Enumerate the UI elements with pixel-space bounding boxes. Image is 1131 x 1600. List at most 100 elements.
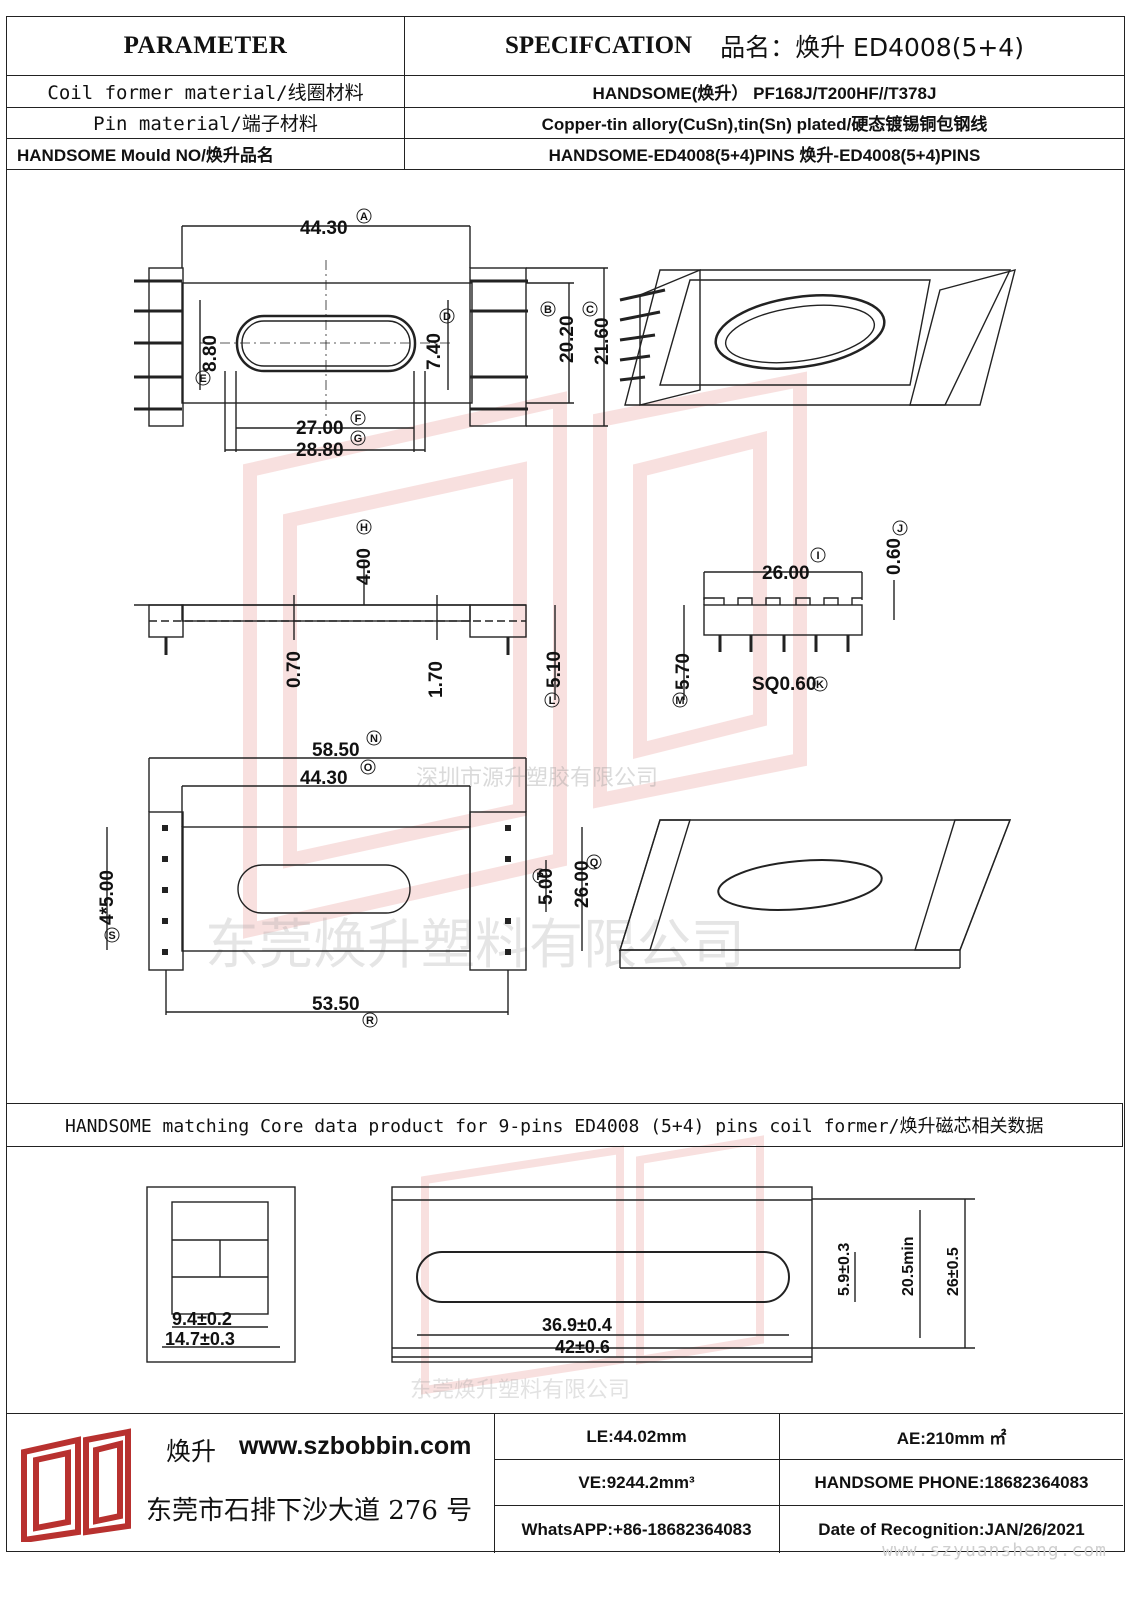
footer: 焕升 www.szbobbin.com 东莞市石排下沙大道 276 号 LE:4… [6,1413,1123,1554]
svg-text:R: R [366,1015,374,1027]
param-cell: Coil former material/线圈材料 [7,75,405,107]
marker-l: L [544,692,560,708]
svg-text:N: N [370,733,378,745]
dim-b-value: 20.20 [557,315,578,363]
core-h1: 5.9±0.3 [836,1243,853,1296]
brand-address: 东莞市石排下沙大道 276 号 [146,1496,473,1526]
param-cell: Pin material/端子材料 [7,107,405,138]
core-h3: 26±0.5 [945,1247,962,1296]
le-cell: LE:44.02mm [494,1414,780,1460]
row-mould-no: HANDSOME Mould NO/焕升品名 HANDSOME-ED4008(5… [7,138,1124,170]
svg-text:G: G [354,433,363,445]
dim-q-value: 26.00 [572,860,593,908]
core-side-view [391,1186,813,1363]
marker-j: J [892,520,908,536]
watermark-url: www.szyuansheng.com [882,1540,1107,1561]
header-table: PARAMETER SPECIFCATION 品名：焕升 ED4008(5+4)… [7,17,1124,172]
dim-r-value: 53.50 [312,994,360,1015]
marker-f: F [350,410,366,426]
bottom-view-right-flange [469,811,527,971]
watermark-dongguan-small: 东莞焕升塑料有限公司 [410,1378,631,1403]
dim-e-value: 8.80 [200,335,221,372]
parameter-heading: PARAMETER [7,17,405,75]
marker-r: R [362,1012,378,1028]
core-end-view [146,1186,296,1363]
svg-text:B: B [544,304,552,316]
dim-side-a-value: 0.70 [284,651,305,688]
dim-d-value: 7.40 [424,333,445,370]
watermark-dongguan: 东莞焕升塑料有限公司 [205,913,745,976]
pin-view-body [703,604,863,636]
marker-p: P [532,868,548,884]
marker-n: N [366,730,382,746]
svg-text:D: D [443,311,451,323]
brand-website[interactable]: www.szbobbin.com [239,1432,472,1460]
dim-p-value: 5.00 [536,868,557,905]
svg-text:L: L [549,695,556,707]
svg-text:Q: Q [590,857,599,869]
svg-text:H: H [360,522,368,534]
marker-b: B [540,301,556,317]
bottom-view-body [181,826,471,952]
whatsapp-cell: WhatsAPP:+86-18682364083 [494,1506,780,1553]
dim-l-value: 5.10 [544,651,565,688]
core-w2: 14.7±0.3 [165,1329,235,1349]
footer-brand: 焕升 www.szbobbin.com 东莞市石排下沙大道 276 号 [6,1414,495,1553]
svg-text:S: S [108,930,115,942]
marker-s: S [104,927,120,943]
svg-text:A: A [360,211,368,223]
svg-text:J: J [897,523,903,535]
marker-g: G [350,430,366,446]
svg-text:I: I [816,550,819,562]
ae-cell: AE:210mm ㎡ [780,1414,1123,1460]
svg-text:P: P [536,871,543,883]
dim-n-value: 58.50 [312,740,360,761]
marker-h: H [356,519,372,535]
dim-m-value: 5.70 [673,653,694,690]
brand-logo [21,1428,131,1542]
dim-c-value: 21.60 [592,317,613,365]
core-l1: 36.9±0.4 [542,1315,612,1335]
product-name: 品名：焕升 ED4008(5+4) [720,33,1024,62]
dim-a-value: 44.30 [300,218,348,239]
specification-heading: SPECIFCATION 品名：焕升 ED4008(5+4) [405,17,1124,75]
dim-g-value: 28.80 [296,440,344,461]
dim-f-value: 27.00 [296,418,344,439]
svg-text:C: C [586,304,594,316]
ve-cell: VE:9244.2mm³ [494,1460,780,1506]
marker-k: K [812,676,828,692]
param-cell: HANDSOME Mould NO/焕升品名 [7,138,405,169]
top-view-right-flange [469,267,527,427]
marker-i: I [810,547,826,563]
core-l2: 42±0.6 [555,1337,610,1357]
marker-m: M [672,692,688,708]
svg-text:K: K [816,679,824,691]
svg-text:F: F [355,413,362,425]
svg-text:O: O [364,762,373,774]
dim-k-value: SQ0.60 [752,674,816,695]
svg-text:M: M [675,695,684,707]
dim-h-value: 4.00 [354,548,375,585]
marker-o: O [360,759,376,775]
top-view-left-flange [148,267,184,427]
dim-j-value: 0.60 [884,538,905,575]
value-cell: HANDSOME(焕升） PF168J/T200HF//T378J [592,83,937,103]
watermark-shenzhen: 深圳市源升塑胶有限公司 [416,766,659,791]
dim-side-b-value: 1.70 [426,661,447,698]
header-title-row: PARAMETER SPECIFCATION 品名：焕升 ED4008(5+4) [7,17,1124,76]
side-view-body [181,604,471,622]
row-coil-material: Coil former material/线圈材料 HANDSOME(焕升） P… [7,75,1124,108]
spec-sheet: PARAMETER SPECIFCATION 品名：焕升 ED4008(5+4)… [6,16,1125,1552]
marker-c: C [582,301,598,317]
core-w1: 9.4±0.2 [172,1309,232,1329]
value-cell: Copper-tin allory(CuSn),tin(Sn) plated/硬… [541,115,988,134]
dim-o-value: 44.30 [300,768,348,789]
dim-s-value: 4*5.00 [97,870,118,925]
marker-a: A [356,208,372,224]
value-cell: HANDSOME-ED4008(5+4)PINS 焕升-ED4008(5+4)P… [548,146,981,165]
marker-e: E [195,370,211,386]
footer-data-grid: LE:44.02mm AE:210mm ㎡ VE:9244.2mm³ HANDS… [494,1414,1123,1553]
svg-text:E: E [199,373,206,385]
